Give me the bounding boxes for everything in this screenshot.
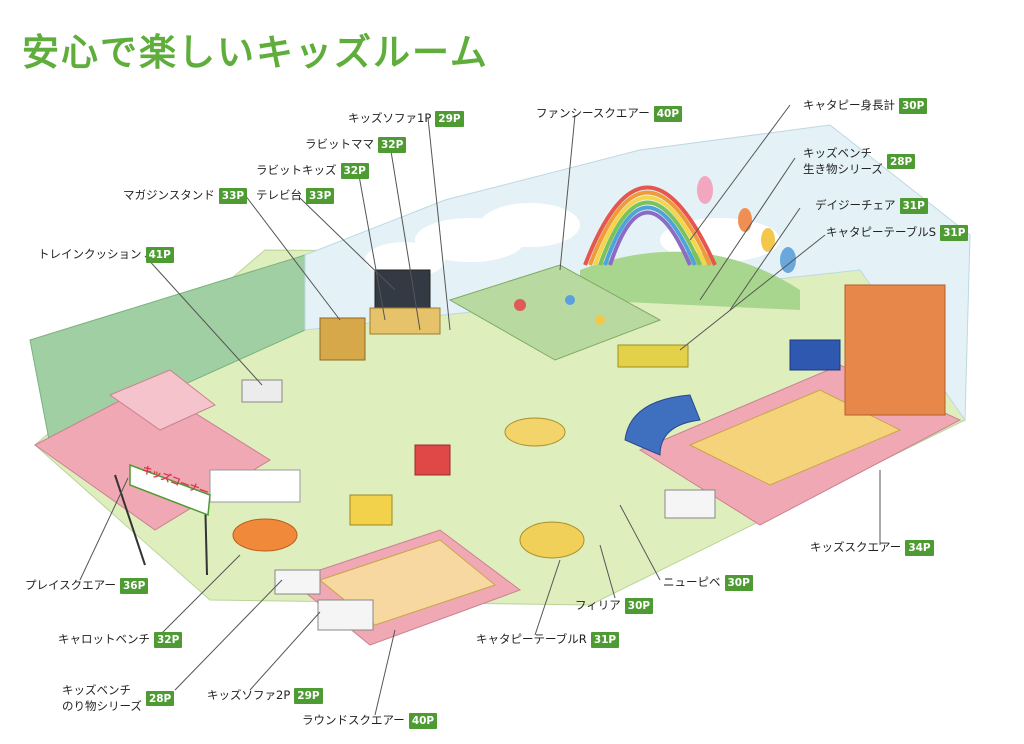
callout-label: テレビ台: [256, 188, 302, 202]
page-badge: 40P: [653, 106, 683, 122]
kids-bench-vehicle: [274, 569, 321, 595]
page-badge: 40P: [408, 713, 438, 729]
round-table: [504, 417, 566, 447]
callout-train-cushion: トレインクッション 41P: [38, 247, 174, 263]
page-badge: 31P: [899, 198, 928, 214]
callout-label: キッズベンチ のり物シリーズ: [62, 683, 142, 713]
callout-caterpillar-table-r: キャタピーテーブルR 31P: [476, 632, 620, 648]
callout-tv-stand: テレビ台 33P: [256, 188, 335, 204]
callout-label: トレインクッション: [38, 247, 142, 261]
callout-kids-sofa-1p: キッズソファ1P 29P: [348, 111, 464, 127]
page-badge: 33P: [306, 188, 335, 204]
cloud: [365, 242, 445, 278]
magazine-stand: [319, 317, 366, 361]
callout-label: ニューピベ: [663, 575, 721, 589]
red-chair: [414, 444, 451, 476]
page-badge: 30P: [899, 98, 928, 114]
callout-caterpillar-height: キャタピー身長計 30P: [803, 98, 928, 114]
ball: [514, 299, 526, 311]
train-cushion: [241, 379, 283, 403]
balloon: [761, 228, 775, 252]
play-square-steps: [108, 369, 216, 431]
page-badge: 34P: [905, 540, 934, 556]
callout-label: キッズソファ1P: [348, 111, 432, 125]
page-title: 安心で楽しいキッズルーム: [22, 31, 489, 74]
callout-label: キャタピーテーブルS: [826, 225, 937, 239]
fancy-square: [448, 264, 662, 361]
tv-screen: [374, 269, 431, 309]
callout-daisy-chair: デイジーチェア 31P: [815, 198, 928, 214]
callout-label: ファンシースクエアー: [536, 106, 650, 120]
callout-rabbit-kids: ラビットキッズ 32P: [256, 163, 369, 179]
page-badge: 28P: [145, 690, 175, 707]
callout-carrot-bench: キャロットベンチ 32P: [58, 632, 183, 648]
gate-post-left: [114, 474, 146, 566]
callout-label: マガジンスタンド: [123, 188, 215, 202]
page-badge: 29P: [435, 111, 464, 127]
leader-lines: [79, 104, 881, 716]
callout-label: キャタピーテーブルR: [476, 632, 587, 646]
green-hill: [580, 251, 800, 310]
callout-magazine-stand: マガジンスタンド 33P: [123, 188, 248, 204]
kids-corner-banner: [129, 463, 211, 517]
callout-label: キャタピー身長計: [803, 98, 895, 112]
carrot-bench: [232, 518, 298, 552]
callout-filia: フィリア 30P: [575, 598, 654, 614]
callout-new-bebe: ニューピベ 30P: [663, 575, 753, 591]
callout-fancy-square: ファンシースクエアー 40P: [536, 106, 683, 122]
callout-round-square: ラウンドスクエアー 40P: [302, 713, 438, 729]
page-badge: 32P: [378, 137, 407, 153]
page-badge: 33P: [218, 188, 248, 204]
callout-label: ラウンドスクエアー: [302, 713, 405, 727]
callout-kids-sofa-2p: キッズソファ2P 29P: [207, 688, 323, 704]
page-badge: 30P: [724, 575, 753, 591]
page-badge: 32P: [154, 632, 183, 648]
callout-play-square: プレイスクエアー 36P: [25, 578, 149, 594]
callout-label: キッズソファ2P: [207, 688, 291, 702]
callout-kids-square: キッズスクエアー 34P: [810, 540, 934, 556]
shelf: [209, 469, 301, 503]
tv-stand: [369, 307, 441, 335]
blue-curved-bench: [624, 394, 701, 456]
callout-label: デイジーチェア: [815, 198, 896, 212]
callout-label: キッズスクエアー: [810, 540, 902, 554]
callout-label: ラビットキッズ: [256, 163, 337, 177]
page-badge: 31P: [940, 225, 969, 241]
orange-wall-panel: [844, 284, 946, 416]
callout-label: キッズベンチ 生き物シリーズ: [803, 146, 883, 176]
ball: [565, 295, 575, 305]
page-badge: 31P: [590, 632, 620, 648]
balloon: [697, 176, 713, 204]
callout-kids-bench-animals: キッズベンチ 生き物シリーズ 28P: [803, 146, 916, 177]
page-badge: 41P: [145, 247, 174, 263]
ball: [595, 315, 605, 325]
page-badge: 36P: [119, 578, 149, 594]
cloud: [480, 203, 580, 247]
page-badge: 29P: [294, 688, 323, 704]
callout-rabbit-mama: ラビットママ 32P: [305, 137, 407, 153]
yellow-chair: [349, 494, 393, 526]
page-badge: 30P: [624, 598, 654, 614]
kids-sofa-2p: [317, 599, 374, 631]
callout-caterpillar-table-s: キャタピーテーブルS 31P: [826, 225, 969, 241]
kids-bench-animal: [664, 489, 716, 519]
blue-block: [789, 339, 841, 371]
callout-kids-bench-vehicles: キッズベンチ のり物シリーズ 28P: [62, 683, 175, 714]
balloon: [780, 247, 796, 273]
balloon: [738, 208, 752, 232]
caterpillar-table-s: [617, 344, 689, 368]
caterpillar-table-r: [519, 521, 585, 559]
page-badge: 28P: [886, 153, 916, 170]
callout-label: ラビットママ: [305, 137, 374, 151]
callout-label: フィリア: [575, 598, 621, 612]
callout-label: キャロットベンチ: [58, 632, 150, 646]
callout-label: プレイスクエアー: [25, 578, 116, 592]
page-badge: 32P: [340, 163, 369, 179]
